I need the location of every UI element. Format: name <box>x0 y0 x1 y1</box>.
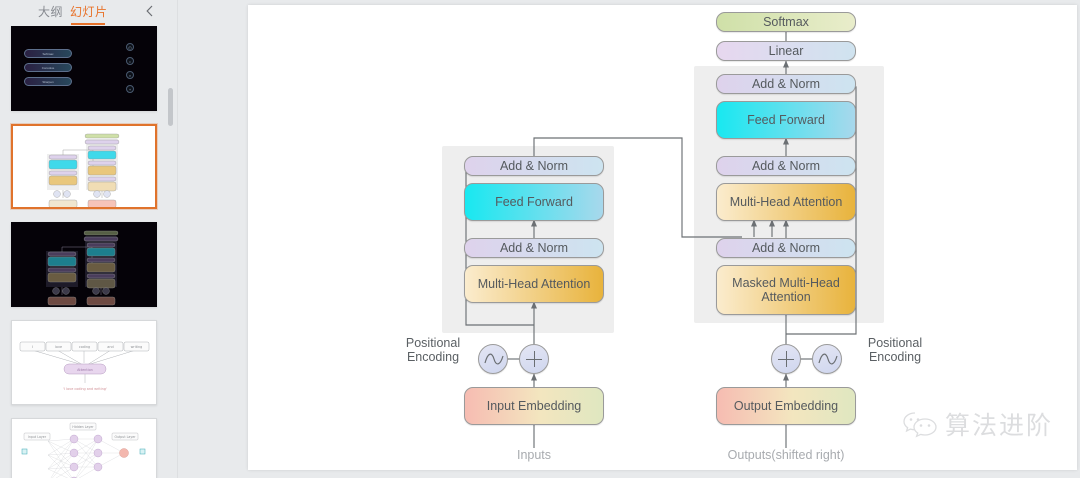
block-decoder-add-norm-1[interactable]: Add & Norm <box>716 238 856 258</box>
slide-thumbnail-1[interactable]: Softmax Convolve Sharpen ◴ • × + <box>11 26 157 111</box>
tab-slides[interactable]: 幻灯片 <box>70 5 108 25</box>
block-decoder-masked-multi-head-attention[interactable]: Masked Multi-Head Attention <box>716 265 856 315</box>
label-positional-encoding-left: Positional Encoding <box>405 336 461 365</box>
thumb1-pill-sharpen: Sharpen <box>24 77 72 86</box>
watermark-text: 算法进阶 <box>944 411 1053 440</box>
block-input-embedding[interactable]: Input Embedding <box>464 387 604 425</box>
svg-text:coding: coding <box>79 345 90 349</box>
slide-canvas[interactable]: Softmax Linear Add & Norm Feed Forward A… <box>248 5 1077 470</box>
block-encoder-add-norm-1[interactable]: Add & Norm <box>464 238 604 258</box>
plus-circle-icon-right[interactable] <box>771 344 801 374</box>
clock-icon: ◴ <box>126 43 134 51</box>
slide-thumbnail-4[interactable]: I love coding and writing 'I love coding… <box>11 320 157 405</box>
dot-icon: • <box>126 57 134 65</box>
svg-text:Input Layer: Input Layer <box>28 435 47 439</box>
block-encoder-feed-forward[interactable]: Feed Forward <box>464 183 604 221</box>
plus-vertical <box>533 351 536 367</box>
thumb1-pill-convolve: Convolve <box>24 63 72 72</box>
block-decoder-feed-forward[interactable]: Feed Forward <box>716 101 856 139</box>
label-outputs-shifted-right: Outputs(shifted right) <box>727 448 845 462</box>
thumbnail-art: Softmax Convolve Sharpen ◴ • × + <box>12 27 156 110</box>
panel-divider <box>177 0 178 478</box>
thumbnail-list[interactable]: Softmax Convolve Sharpen ◴ • × + <box>0 26 170 478</box>
block-encoder-multi-head-attention[interactable]: Multi-Head Attention <box>464 265 604 303</box>
block-encoder-add-norm-2[interactable]: Add & Norm <box>464 156 604 176</box>
thumbnail-art: Input Layer Hidden Layer Output Layer <box>12 419 156 478</box>
scrollbar-thumb[interactable] <box>168 88 173 126</box>
plus-circle-icon-left[interactable] <box>519 344 549 374</box>
scrollbar-track[interactable] <box>168 26 174 478</box>
block-decoder-multi-head-attention[interactable]: Multi-Head Attention <box>716 183 856 221</box>
sine-wave-circle-icon-left[interactable] <box>478 344 508 374</box>
svg-text:'I love coding and writing': 'I love coding and writing' <box>63 387 107 391</box>
plus-vertical <box>785 351 788 367</box>
svg-text:and: and <box>107 345 113 349</box>
chevron-left-icon[interactable] <box>142 3 158 19</box>
svg-text:writing: writing <box>131 345 143 349</box>
thumbnail-art <box>12 223 156 306</box>
thumbnail-art: I love coding and writing 'I love coding… <box>12 321 156 404</box>
wechat-icon <box>903 412 937 438</box>
svg-text:Hidden Layer: Hidden Layer <box>72 425 94 429</box>
slide-thumbnail-3[interactable] <box>11 222 157 307</box>
slide-thumbnail-5[interactable]: Input Layer Hidden Layer Output Layer <box>11 418 157 478</box>
x-icon: × <box>126 71 134 79</box>
sine-wave-circle-icon-right[interactable] <box>812 344 842 374</box>
transformer-architecture-figure: Softmax Linear Add & Norm Feed Forward A… <box>248 5 1077 470</box>
svg-text:Output Layer: Output Layer <box>115 435 137 439</box>
label-positional-encoding-right: Positional Encoding <box>867 336 923 365</box>
block-decoder-add-norm-3[interactable]: Add & Norm <box>716 74 856 94</box>
block-softmax[interactable]: Softmax <box>716 12 856 32</box>
slide-thumbnail-2[interactable] <box>11 124 157 209</box>
svg-text:Attention: Attention <box>77 368 93 372</box>
thumb1-pill-softmax: Softmax <box>24 49 72 58</box>
block-decoder-add-norm-2[interactable]: Add & Norm <box>716 156 856 176</box>
label-inputs: Inputs <box>516 448 552 462</box>
panel-tabs: 大纲 幻灯片 <box>0 0 178 26</box>
watermark: 算法进阶 <box>902 406 1053 442</box>
connector-wires <box>465 31 857 448</box>
svg-text:love: love <box>55 345 62 349</box>
svg-text:I: I <box>32 345 33 349</box>
slide-navigator-panel: 大纲 幻灯片 Softmax Convolve Sharpen ◴ • × + <box>0 0 178 478</box>
thumbnail-art <box>13 126 155 207</box>
block-linear[interactable]: Linear <box>716 41 856 61</box>
block-output-embedding[interactable]: Output Embedding <box>716 387 856 425</box>
plus-icon: + <box>126 85 134 93</box>
tab-outline[interactable]: 大纲 <box>38 5 64 19</box>
